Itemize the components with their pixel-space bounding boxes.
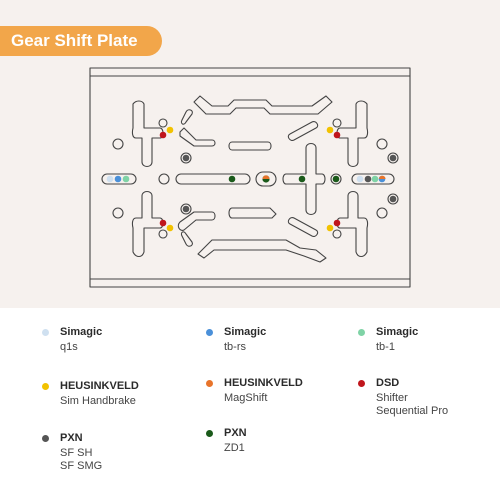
legend-model: Sim Handbrake — [60, 395, 136, 407]
legend-dot — [358, 329, 365, 336]
legend-model: tb-rs — [224, 341, 246, 353]
marker-pxn-sf — [389, 195, 397, 203]
marker-simagic-tb-1 — [371, 175, 379, 183]
legend-model: MagShift — [224, 392, 268, 404]
legend-brand: Simagic — [224, 326, 267, 338]
legend-dot — [358, 380, 365, 387]
marker-pxn-sf — [389, 154, 397, 162]
upper-left-diag-slot — [179, 127, 216, 147]
marker-simagic-q1s — [356, 175, 364, 183]
hole — [387, 152, 399, 164]
legend-model: Sequential Pro — [376, 405, 449, 417]
marker-simagic-tb-1 — [122, 175, 130, 183]
marker-dsd — [333, 131, 341, 139]
marker-dsd — [159, 219, 167, 227]
marker-simagic-q1s — [106, 175, 114, 183]
legend-model: tb-1 — [376, 341, 395, 353]
legend-model: SF SH — [60, 447, 93, 459]
lower-left-diag-slot — [177, 211, 216, 231]
hole — [158, 173, 170, 185]
hole — [332, 229, 342, 239]
hole — [158, 229, 168, 239]
legend-brand: PXN — [60, 432, 83, 444]
cross-slot — [282, 142, 326, 216]
hole — [180, 203, 192, 215]
legend-model: SF SMG — [60, 460, 103, 472]
hole — [330, 173, 342, 185]
marker-pxn-sf — [182, 205, 190, 213]
upper-middle-slot — [228, 141, 272, 151]
bottom-slot — [197, 239, 327, 263]
marker-heusinkveld-handbrake — [166, 126, 174, 134]
legend-brand: DSD — [376, 377, 400, 389]
marker-heusinkveld-handbrake — [326, 126, 334, 134]
legend-model: q1s — [60, 341, 78, 353]
marker-pxn-zd1 — [298, 175, 306, 183]
hole — [387, 193, 399, 205]
marker-heusinkveld-magshift — [378, 175, 386, 179]
marker-pxn-sf — [364, 175, 372, 183]
legend-brand: Simagic — [60, 326, 103, 338]
legend-brand: HEUSINKVELD — [60, 380, 139, 392]
plate-outline — [89, 67, 411, 288]
lower-right-diag-slot — [287, 217, 319, 237]
legend-dot — [206, 430, 213, 437]
hole — [180, 152, 192, 164]
legend-dot — [42, 383, 49, 390]
hole — [332, 118, 342, 128]
hole — [158, 118, 168, 128]
center-small-slot — [255, 171, 277, 187]
center-horizontal-slot — [175, 173, 251, 185]
hole — [112, 138, 124, 150]
marker-pxn-sf — [182, 154, 190, 162]
hole — [112, 207, 124, 219]
hole — [376, 138, 388, 150]
marker-dsd — [333, 219, 341, 227]
left-lower-slot — [131, 190, 164, 258]
legend-model: Shifter — [376, 392, 408, 404]
marker-pxn-zd1 — [332, 175, 340, 183]
right-upper-slot — [336, 100, 369, 168]
legend-brand: PXN — [224, 427, 247, 439]
marker-dsd — [159, 131, 167, 139]
legend-dot — [206, 329, 213, 336]
right-lower-slot — [336, 190, 369, 258]
legend-dot — [42, 435, 49, 442]
marker-heusinkveld-handbrake — [326, 224, 334, 232]
upper-left-small-slot — [180, 109, 193, 125]
lower-left-small-slot — [180, 231, 193, 247]
left-upper-slot — [131, 100, 164, 168]
marker-pxn-zd1 — [228, 175, 236, 183]
right-horizontal-slot — [351, 173, 395, 185]
lower-middle-slot — [228, 207, 277, 219]
legend-model: ZD1 — [224, 442, 245, 454]
legend-brand: HEUSINKVELD — [224, 377, 303, 389]
page-title: Gear Shift Plate — [0, 26, 162, 56]
upper-right-diag-slot — [287, 121, 319, 141]
left-horizontal-slot — [101, 173, 137, 185]
legend-brand: Simagic — [376, 326, 419, 338]
marker-heusinkveld-handbrake — [166, 224, 174, 232]
legend-dot — [206, 380, 213, 387]
hole — [376, 207, 388, 219]
marker-heusinkveld-magshift — [262, 175, 270, 179]
gear-shift-plate-diagram — [89, 67, 411, 288]
top-slot — [193, 95, 333, 115]
marker-simagic-tb-rs — [114, 175, 122, 183]
legend-dot — [42, 329, 49, 336]
